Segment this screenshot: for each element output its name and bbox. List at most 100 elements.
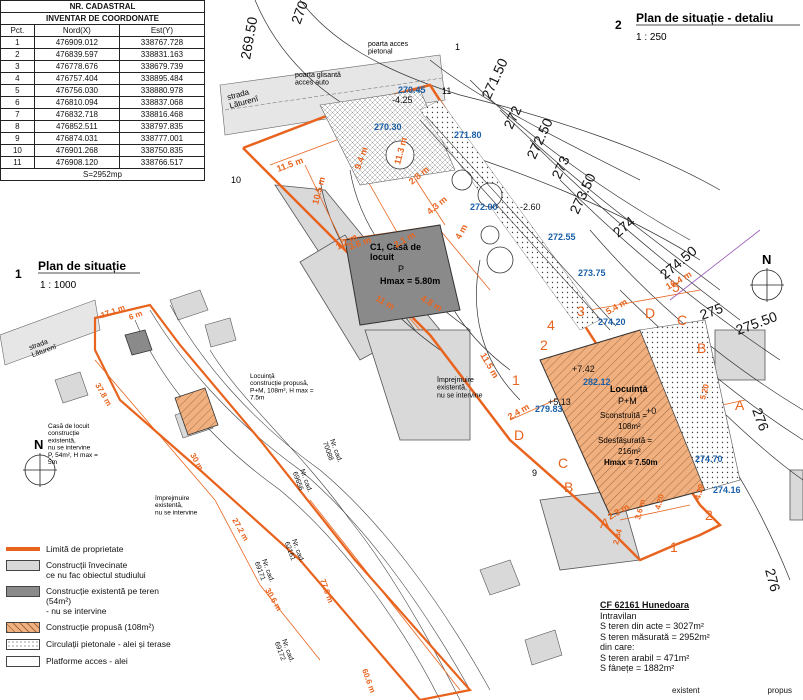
cell-pct: 11 bbox=[0, 156, 35, 169]
pedestrian-path bbox=[419, 99, 601, 331]
cf-line: S teren arabil = 471m² bbox=[600, 652, 690, 663]
table-area: S=2952mp bbox=[0, 168, 205, 181]
legend-item: Construcție existentă pe teren(54m²)- nu… bbox=[6, 586, 236, 616]
header-est: Est(Y) bbox=[118, 24, 206, 37]
cell-est: 338880.978 bbox=[118, 84, 206, 97]
cell-est: 338816.468 bbox=[118, 108, 206, 121]
cf-line: din care: bbox=[600, 642, 635, 652]
trees bbox=[385, 140, 514, 274]
cf-foot-proposed: propus bbox=[767, 686, 792, 695]
overview-dim-lines bbox=[94, 304, 461, 691]
terrace-detail bbox=[639, 319, 741, 491]
cf-line: S fânețe = 1882m² bbox=[600, 663, 675, 673]
cell-pct: 5 bbox=[0, 84, 35, 97]
access-platform bbox=[319, 89, 456, 186]
legend-swatch bbox=[6, 560, 40, 571]
legend-swatch bbox=[6, 586, 40, 597]
cell-nord: 476757.404 bbox=[33, 72, 120, 85]
legend-item: Construcție propusă (108m²) bbox=[6, 622, 236, 633]
cf-line: S teren din acte = 3027m² bbox=[600, 621, 704, 631]
legend-item: Platforme acces - alei bbox=[6, 656, 236, 667]
legend-swatch bbox=[6, 656, 40, 667]
overview-contours bbox=[134, 304, 491, 700]
cell-pct: 10 bbox=[0, 144, 35, 157]
legend-swatch bbox=[6, 547, 40, 551]
overview-street bbox=[0, 299, 101, 366]
cell-pct: 6 bbox=[0, 96, 35, 109]
cf-title: CF 62161 Hunedoara bbox=[600, 600, 690, 610]
legend-label: Platforme acces - alei bbox=[46, 656, 128, 666]
overview-neighbors bbox=[54, 289, 563, 666]
existing-house-detail bbox=[344, 224, 461, 326]
street-detail bbox=[219, 54, 446, 136]
north-arrow-overview bbox=[23, 453, 57, 487]
cell-pct: 1 bbox=[0, 36, 35, 49]
header-nord: Nord(X) bbox=[33, 24, 120, 37]
cell-nord: 476839.597 bbox=[33, 48, 120, 61]
cf-line: S teren măsurată = 2952m² bbox=[600, 631, 710, 642]
reference-line bbox=[669, 229, 761, 301]
table-title-cadastral: NR. CADASTRAL bbox=[0, 0, 205, 13]
north-arrow-detail bbox=[750, 268, 784, 302]
cell-est: 338837.068 bbox=[118, 96, 206, 109]
cell-est: 338831.163 bbox=[118, 48, 206, 61]
cell-pct: 9 bbox=[0, 132, 35, 145]
cell-est: 338767.728 bbox=[118, 36, 206, 49]
cell-nord: 476756.030 bbox=[33, 84, 120, 97]
legend-item: Limită de proprietate bbox=[6, 544, 236, 554]
table-title-inventory: INVENTAR DE COORDONATE bbox=[0, 12, 205, 25]
legend-label: Circulații pietonale - alei și terase bbox=[46, 639, 171, 649]
cf-footer: existent propus bbox=[672, 686, 792, 697]
cell-nord: 476901.268 bbox=[33, 144, 120, 157]
cf-foot-existing: existent bbox=[672, 686, 700, 695]
header-pct: Pct. bbox=[0, 24, 35, 37]
cell-pct: 4 bbox=[0, 72, 35, 85]
legend-swatch bbox=[6, 622, 40, 633]
legend-label: Construcție propusă (108m²) bbox=[46, 622, 155, 632]
cell-nord: 476909.012 bbox=[33, 36, 120, 49]
cell-nord: 476852.511 bbox=[33, 120, 120, 133]
overview-existing-house bbox=[124, 329, 153, 356]
table-header-row: Pct. Nord(X) Est(Y) bbox=[0, 24, 206, 37]
legend-item: Circulații pietonale - alei și terase bbox=[6, 639, 236, 650]
cell-est: 338777.001 bbox=[118, 132, 206, 145]
legend-swatch bbox=[6, 639, 40, 650]
legend-label: Construcție existentă pe teren(54m²)- nu… bbox=[46, 586, 159, 616]
fence-detail bbox=[419, 115, 617, 331]
cell-est: 338797.835 bbox=[118, 120, 206, 133]
cell-pct: 7 bbox=[0, 108, 35, 121]
cell-nord: 476810.094 bbox=[33, 96, 120, 109]
cell-pct: 8 bbox=[0, 120, 35, 133]
cell-pct: 2 bbox=[0, 48, 35, 61]
cell-nord: 476832.718 bbox=[33, 108, 120, 121]
cf-line: Intravilan bbox=[600, 610, 637, 621]
cell-nord: 476778.676 bbox=[33, 60, 120, 73]
property-boundary-detail bbox=[242, 83, 723, 562]
cell-est: 338750.835 bbox=[118, 144, 206, 157]
cell-est: 338679.739 bbox=[118, 60, 206, 73]
cell-est: 338895.484 bbox=[118, 72, 206, 85]
cell-est: 338766.517 bbox=[118, 156, 206, 169]
cell-nord: 476908.120 bbox=[33, 156, 120, 169]
coordinate-inventory-table: NR. CADASTRAL INVENTAR DE COORDONATE Pct… bbox=[0, 0, 206, 181]
cell-nord: 476874.031 bbox=[33, 132, 120, 145]
legend-label: Limită de proprietate bbox=[46, 544, 124, 554]
overview-property-boundary bbox=[93, 303, 473, 700]
